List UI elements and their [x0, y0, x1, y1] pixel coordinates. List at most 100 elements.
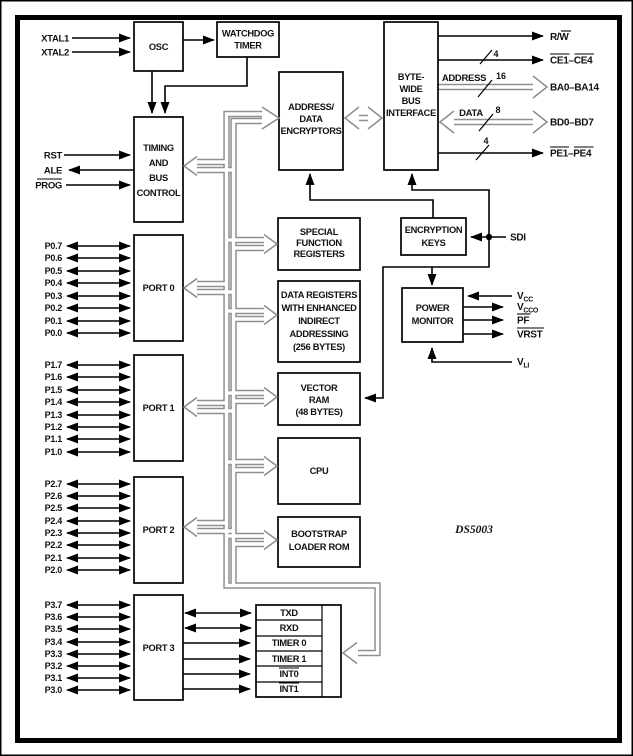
port-pin-labels: P0.7 P0.6 P0.5 P0.4 P0.3 P0.2 P0.1 P0.0 … — [45, 241, 63, 695]
cpu-block — [277, 437, 361, 505]
special-function-registers-block — [277, 217, 361, 271]
txd-label: TXD — [280, 608, 298, 618]
pin-label: P3.2 — [45, 661, 63, 671]
port0-label: PORT 0 — [143, 283, 175, 293]
bus-arrow-ba — [532, 75, 549, 99]
timer0-label: TIMER 0 — [272, 638, 307, 648]
byte-wide-bus-interface-block — [383, 21, 439, 171]
pin-label: P1.1 — [45, 434, 63, 444]
pin-label: P3.0 — [45, 685, 63, 695]
signal-wires — [64, 31, 544, 403]
pin-label: P0.3 — [45, 291, 63, 301]
datareg-label-2: WITH ENHANCED — [281, 303, 357, 313]
watchdog-to-timing-wire — [160, 57, 248, 114]
timing-label-3: BUS — [149, 173, 168, 183]
sfr-label-2: FUNCTION — [296, 238, 342, 248]
ce-width-label: 4 — [493, 49, 498, 59]
pin-label: P3.4 — [45, 637, 63, 647]
pin-label: P3.6 — [45, 612, 63, 622]
pin-label: P2.2 — [45, 540, 63, 550]
address-width-label: 16 — [496, 71, 506, 81]
vector-ram-block — [277, 372, 361, 426]
datareg-label-5: (256 BYTES) — [293, 342, 345, 352]
pin-label: P0.2 — [45, 303, 63, 313]
bus-arrow-to-businterface-right — [367, 106, 384, 130]
port0-pin-wires — [66, 241, 131, 338]
sdi-junction-dot — [485, 233, 493, 241]
port3-pin-wires — [66, 600, 131, 695]
address-bus-label: ADDRESS — [442, 73, 486, 84]
data-bus-label: DATA — [459, 108, 483, 119]
pin-label: P2.5 — [45, 503, 63, 513]
vrst-label: VRST — [517, 330, 543, 341]
bus-arrow-cpu — [263, 455, 279, 477]
businterface-label-3: BUS — [402, 96, 421, 106]
bootstrap-label-1: BOOTSTRAP — [291, 529, 347, 539]
pin-label: P2.6 — [45, 491, 63, 501]
encryptors-label-1: ADDRESS/ — [288, 102, 334, 112]
right-signal-labels: R/W CE1–CE4 BA0–BA14 BD0–BD7 PE1–PE4 ADD… — [442, 30, 600, 244]
xtal1-label: XTAL1 — [41, 34, 70, 45]
sfr-label-3: REGISTERS — [293, 249, 344, 259]
bus-arrow-data-registers — [263, 304, 279, 326]
rw-label: R/W — [550, 32, 569, 43]
peripheral-row-labels: TXD RXD TIMER 0 TIMER 1 INT0 INT1 — [272, 608, 307, 694]
encryptors-label-3: ENCRYPTORS — [280, 126, 341, 136]
port2-block — [133, 476, 184, 584]
pin-label: P2.1 — [45, 553, 63, 563]
ba-label: BA0–BA14 — [550, 83, 599, 94]
osc-label: OSC — [149, 42, 169, 52]
businterface-label-4: INTERFACE — [386, 108, 436, 118]
timing-bus-control-block — [133, 116, 184, 223]
pin-label: P3.1 — [45, 673, 63, 683]
bus-arrow-sfr — [263, 233, 279, 255]
pin-label: P3.7 — [45, 600, 63, 610]
keys-label-1: ENCRYPTION — [405, 225, 463, 235]
int1-label: INT1 — [280, 684, 299, 694]
bus-arrow-bd-right — [532, 110, 549, 134]
businterface-label-2: WIDE — [399, 84, 422, 94]
cpu-label: CPU — [310, 466, 329, 476]
businterface-label-1: BYTE- — [398, 72, 425, 82]
bootstrap-loader-rom-block — [277, 516, 361, 568]
pin-label: P1.7 — [45, 360, 63, 370]
bus-arrowheads — [182, 75, 549, 665]
bus-arrow-bootstrap — [263, 529, 279, 551]
port3-block — [133, 594, 184, 701]
bus-arrow-port1 — [182, 396, 198, 418]
vli-label: VLI — [517, 357, 529, 370]
pin-label: P0.6 — [45, 253, 63, 263]
sdi-to-vector-ram-wire — [364, 237, 490, 403]
bus-arrow-vector-ram — [263, 386, 279, 408]
block-labels: OSC WATCHDOG TIMER TIMING AND BUS CONTRO… — [137, 29, 494, 654]
watchdog-label-1: WATCHDOG — [222, 29, 274, 39]
vector-label-2: RAM — [309, 395, 330, 405]
inner-frame — [15, 15, 622, 743]
port1-pin-wires — [66, 360, 131, 457]
encryption-keys-block — [400, 217, 467, 256]
pin-label: P0.5 — [45, 266, 63, 276]
port2-pin-wires — [66, 479, 131, 575]
bus-arrow-port2 — [182, 516, 198, 538]
timing-label-2: AND — [149, 158, 169, 168]
pin-label: P0.0 — [45, 328, 63, 338]
power-signal-labels: VCC VCCO PF VRST VLI — [517, 291, 544, 370]
pin-label: P2.7 — [45, 479, 63, 489]
keys-to-encryptors-wire — [305, 173, 434, 218]
timer1-label: TIMER 1 — [272, 654, 307, 664]
rst-label: RST — [44, 151, 63, 162]
timing-label-4: CONTROL — [137, 188, 181, 198]
left-signal-labels: XTAL1 XTAL2 RST ALE PROG — [35, 34, 70, 192]
port1-label: PORT 1 — [143, 403, 175, 413]
power-monitor-block — [401, 287, 464, 343]
pin-label: P0.4 — [45, 278, 63, 288]
data-width-label: 8 — [495, 105, 500, 115]
vli-sub: LI — [523, 363, 529, 370]
datareg-label-3: INDIRECT — [298, 316, 340, 326]
prog-label: PROG — [35, 181, 62, 192]
pin-label: P1.6 — [45, 372, 63, 382]
pe-label: PE1–PE4 — [550, 149, 592, 160]
bus-width-slashes — [475, 49, 494, 161]
